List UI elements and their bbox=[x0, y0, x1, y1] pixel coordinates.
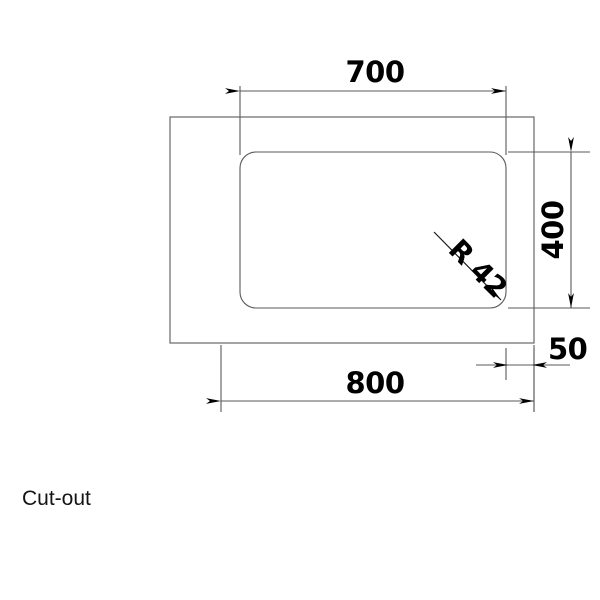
dimension-label-800: 800 bbox=[345, 366, 404, 400]
dimension-700: 700 bbox=[225, 55, 507, 155]
dimension-800: 800 bbox=[206, 345, 535, 412]
dimension-label-400: 400 bbox=[536, 200, 570, 259]
cut-out-opening-rect bbox=[239, 151, 507, 309]
drawing-caption: Cut-out bbox=[22, 487, 91, 510]
dimension-label-700: 700 bbox=[345, 55, 404, 89]
geometry-group bbox=[169, 116, 535, 344]
dimension-label-50: 50 bbox=[548, 332, 587, 366]
radius-label-r42: R 42 bbox=[442, 233, 514, 305]
worktop-outline-rect bbox=[169, 116, 535, 344]
dimension-50: 50 bbox=[476, 332, 588, 412]
dimension-400: 400 bbox=[508, 137, 590, 309]
radius-callout-r42: R 42 bbox=[433, 231, 514, 305]
radius-leader-line bbox=[433, 231, 502, 301]
